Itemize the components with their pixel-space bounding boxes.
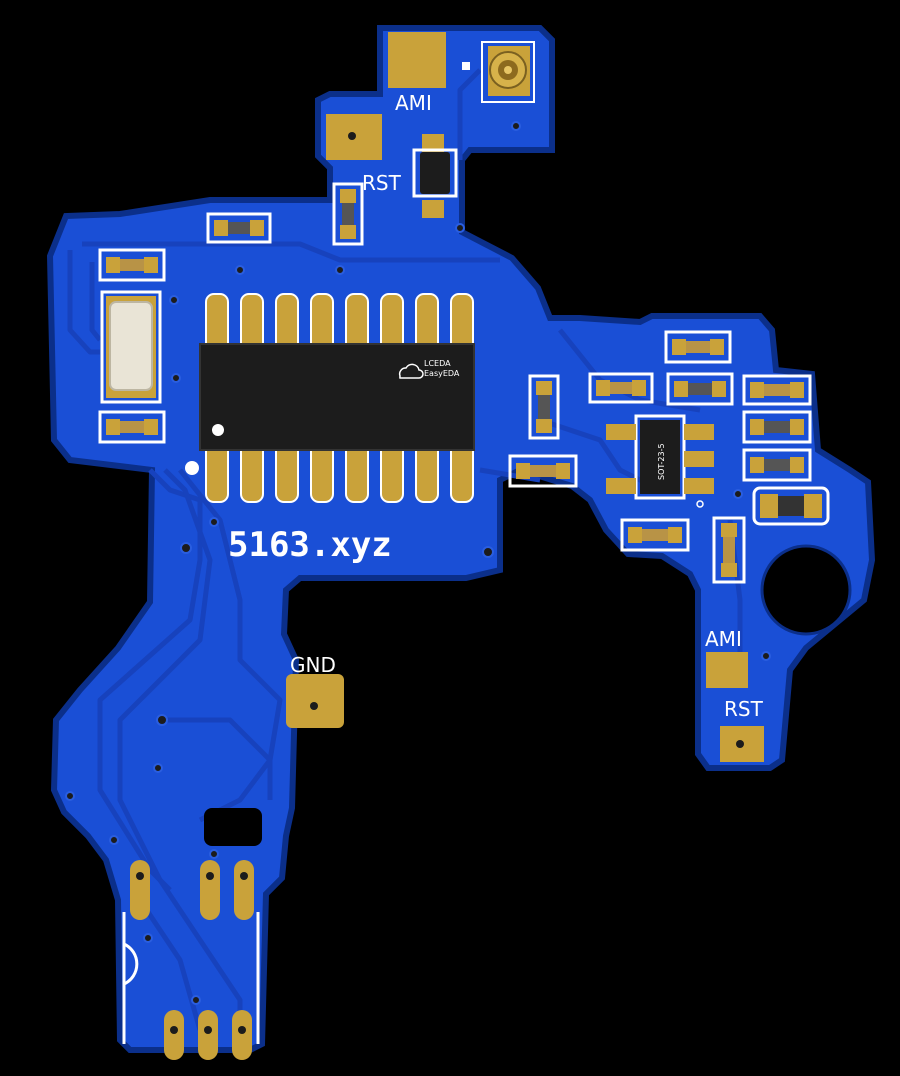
label-rst-top: RST (362, 171, 402, 195)
ic-logo-line2: EasyEDA (424, 369, 460, 378)
label-ami-top: AMI (395, 91, 432, 115)
vias (65, 121, 771, 1005)
main-ic: LCEDA EasyEDA (199, 293, 475, 503)
ic-logo-line1: LCEDA (424, 359, 451, 368)
label-rst-right: RST (724, 697, 764, 721)
ami-right-pad (706, 652, 748, 688)
pcb-board (46, 25, 876, 1053)
mounting-hole (760, 544, 852, 636)
antenna-connector (481, 41, 535, 103)
smd-passives (98, 182, 830, 584)
label-ami-right: AMI (705, 627, 742, 651)
cloud-icon (398, 363, 424, 379)
regulator-marking: SOT-23-5 (657, 443, 666, 480)
slot-cutout (204, 808, 262, 846)
label-gnd: GND (290, 653, 336, 677)
label-website: 5163.xyz (228, 525, 392, 565)
ami-top-pad (388, 32, 446, 88)
crystal (100, 290, 162, 404)
diode-top (412, 134, 458, 218)
gnd-pad (286, 674, 344, 728)
bottom-connector (122, 860, 260, 1060)
regulator-sot23: SOT-23-5 (606, 414, 714, 508)
